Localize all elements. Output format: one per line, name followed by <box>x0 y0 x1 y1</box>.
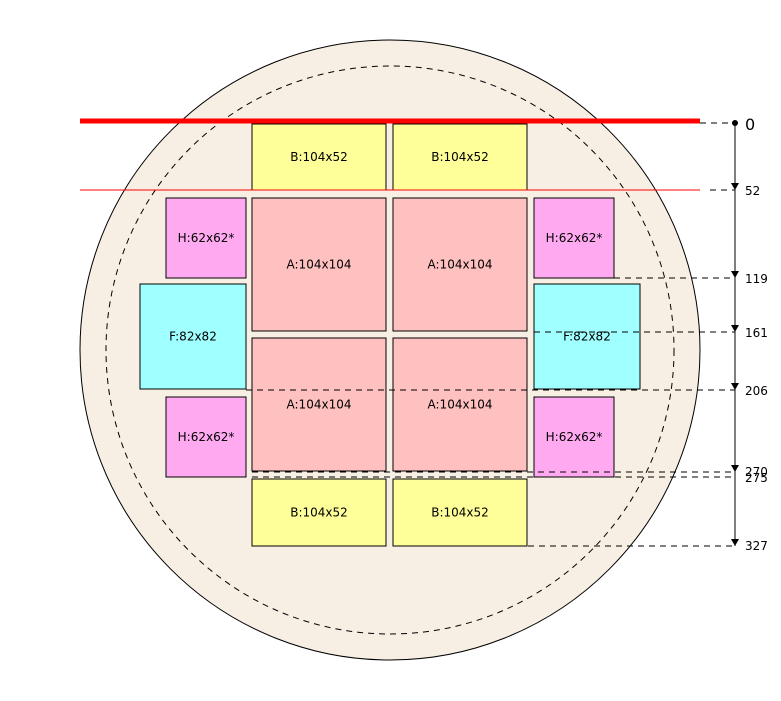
block-b-b2: B:104x52 <box>392 123 528 191</box>
scale-origin-dot <box>732 120 738 126</box>
block-rect-h4 <box>533 396 615 478</box>
scale-arrow-270 <box>731 465 739 472</box>
block-a-a3: A:104x104 <box>251 337 387 472</box>
block-label-b4: B:104x52 <box>431 506 489 520</box>
reference-guides <box>80 118 735 547</box>
block-h-h2: H:62x62* <box>533 197 615 279</box>
block-b-b1: B:104x52 <box>251 123 387 191</box>
scale-label-270: 270 <box>745 465 768 479</box>
scale-label-327: 327 <box>745 539 768 553</box>
block-f-f1: F:82x82 <box>139 283 247 390</box>
scale-arrow-119 <box>731 271 739 278</box>
block-rect-h1 <box>165 197 247 279</box>
block-rect-b4 <box>392 478 528 547</box>
wafer-outer-circle <box>79 39 701 661</box>
block-b-b3: B:104x52 <box>251 478 387 547</box>
scale-label-161: 161 <box>745 326 768 340</box>
scale-arrow-161 <box>731 325 739 332</box>
block-label-h3: H:62x62* <box>178 430 235 444</box>
block-a-a1: A:104x104 <box>251 197 387 332</box>
block-label-b2: B:104x52 <box>431 150 489 164</box>
block-label-b1: B:104x52 <box>290 150 348 164</box>
scale-arrow-52 <box>731 183 739 190</box>
scale-label-52: 52 <box>745 184 760 198</box>
block-rect-f2 <box>533 283 641 390</box>
block-rect-b3 <box>251 478 387 547</box>
block-label-a3: A:104x104 <box>287 398 352 412</box>
block-rect-h2 <box>533 197 615 279</box>
block-a-a4: A:104x104 <box>392 337 528 472</box>
block-rect-a3 <box>251 337 387 472</box>
scale-label-206: 206 <box>745 384 768 398</box>
block-h-h3: H:62x62* <box>165 396 247 478</box>
scale-label-0: 0 <box>745 115 755 134</box>
scale-arrow-327 <box>731 539 739 546</box>
scale-label-119: 119 <box>745 272 768 286</box>
block-h-h4: H:62x62* <box>533 396 615 478</box>
block-f-f2: F:82x82 <box>533 283 641 390</box>
block-label-h4: H:62x62* <box>546 430 603 444</box>
block-h-h1: H:62x62* <box>165 197 247 279</box>
block-rect-b1 <box>251 123 387 191</box>
block-label-f2: F:82x82 <box>563 330 611 344</box>
vertical-scale: 0 52 119 161 206 270 275 327 <box>731 115 768 553</box>
scale-label-275: 275 <box>745 471 768 485</box>
block-label-a4: A:104x104 <box>428 398 493 412</box>
block-rect-a4 <box>392 337 528 472</box>
block-rect-h3 <box>165 396 247 478</box>
block-label-b3: B:104x52 <box>290 506 348 520</box>
block-label-a1: A:104x104 <box>287 258 352 272</box>
block-label-a2: A:104x104 <box>428 258 493 272</box>
block-rect-a2 <box>392 197 528 332</box>
wafer-edge-exclusion-circle <box>105 65 675 635</box>
scale-arrow-206 <box>731 383 739 390</box>
block-rect-a1 <box>251 197 387 332</box>
block-rect-b2 <box>392 123 528 191</box>
block-label-f1: F:82x82 <box>169 330 217 344</box>
block-label-h1: H:62x62* <box>178 231 235 245</box>
block-a-a2: A:104x104 <box>392 197 528 332</box>
block-b-b4: B:104x52 <box>392 478 528 547</box>
block-label-h2: H:62x62* <box>546 231 603 245</box>
block-rect-f1 <box>139 283 247 390</box>
